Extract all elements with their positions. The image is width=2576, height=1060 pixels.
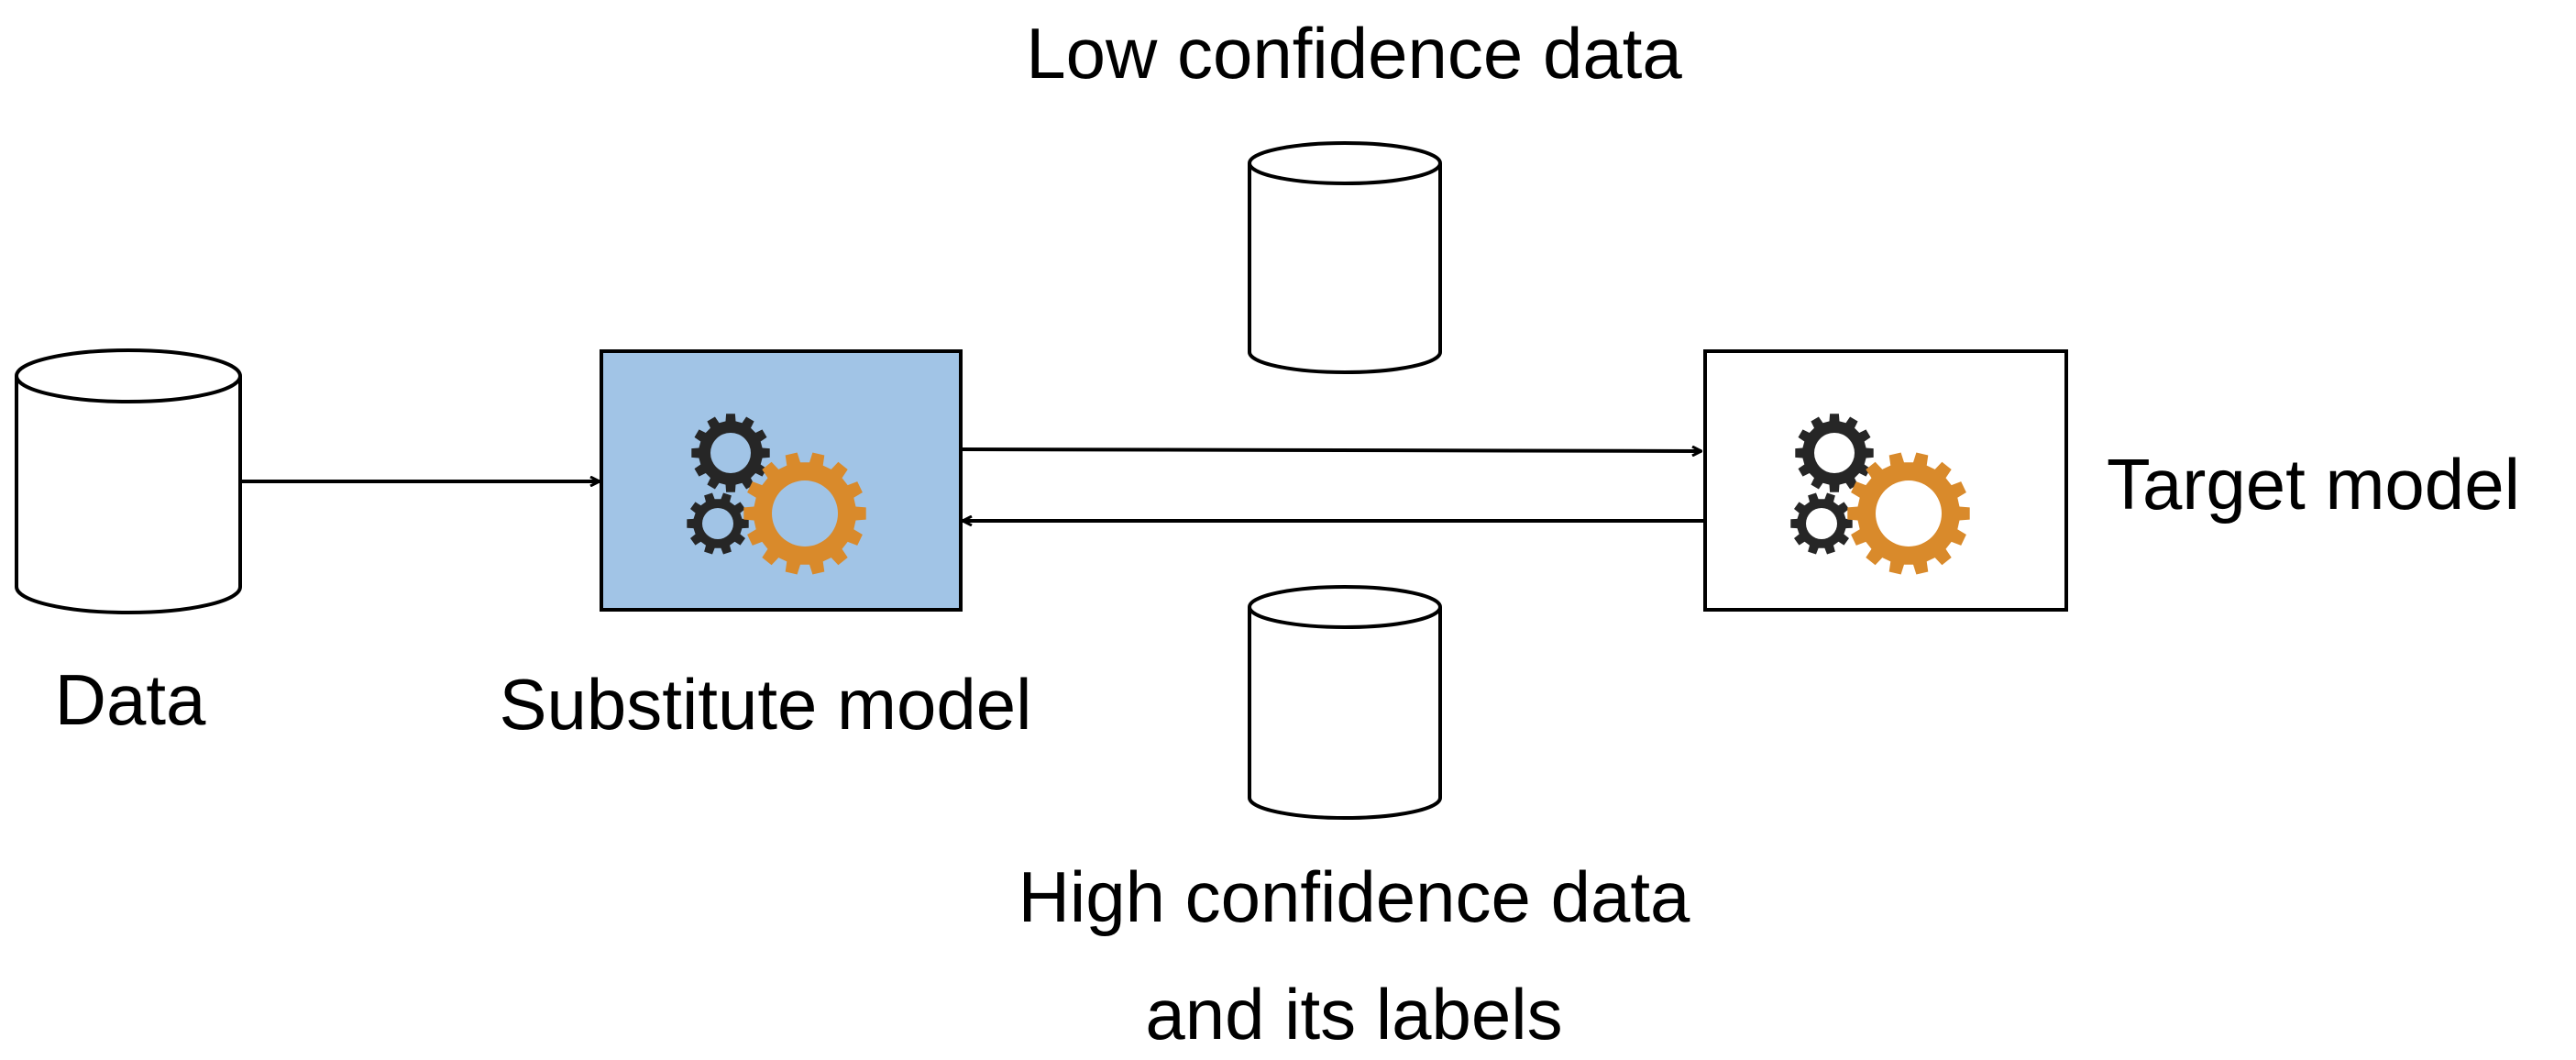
gear-small-icon-hole	[702, 508, 733, 539]
gear-large-icon-hole	[772, 480, 838, 547]
gear-top-icon-hole	[710, 433, 751, 473]
gear-large-icon-hole	[1876, 480, 1942, 547]
low-confidence-cylinder-icon	[1248, 141, 1442, 374]
substitute-model-label: Substitute model	[499, 664, 1031, 745]
data-cylinder-icon	[15, 348, 242, 614]
gear-small-icon-hole	[1806, 508, 1837, 539]
substitute-gears-icon	[687, 414, 866, 575]
high-confidence-label-line1: High confidence data	[1018, 856, 1690, 937]
target-gears-icon	[1790, 414, 1970, 575]
low-confidence-label: Low confidence data	[1026, 13, 1682, 94]
gear-top-icon-hole	[1814, 433, 1855, 473]
data-label: Data	[55, 659, 206, 740]
substitute-to-target-arrow	[960, 449, 1701, 451]
high-confidence-cylinder-icon	[1248, 585, 1442, 820]
target-model-label: Target model	[2107, 444, 2520, 524]
high-confidence-label-line2: and its labels	[1145, 974, 1562, 1054]
